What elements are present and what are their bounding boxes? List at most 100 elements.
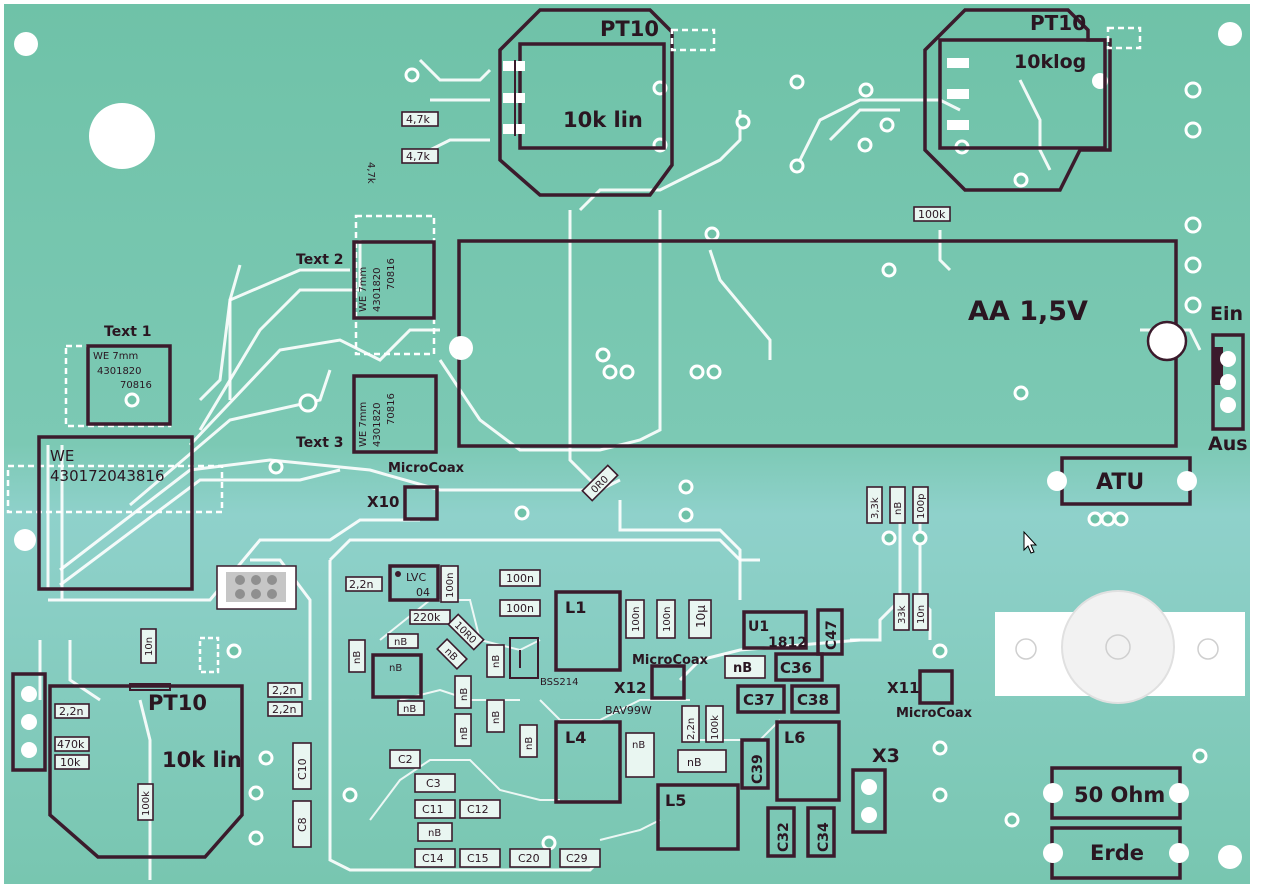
r-220k-label: 220k xyxy=(413,611,441,624)
potentiometer-top-right: PT10 10klog xyxy=(923,8,1142,192)
l4-nb2-label: nB xyxy=(687,756,702,769)
x10-microcoax-label: MicroCoax xyxy=(388,461,465,476)
nb-4-label: nB xyxy=(389,663,402,674)
nb-8-label: nB xyxy=(459,727,470,740)
c3-label: C3 xyxy=(426,777,441,790)
atu-connector: ATU xyxy=(1047,456,1197,506)
battery-holder: AA 1,5V xyxy=(449,239,1188,448)
c12-label: C12 xyxy=(467,803,489,816)
left-header xyxy=(11,672,47,772)
c34-label: C34 xyxy=(816,822,832,852)
c47-label: C47 xyxy=(824,620,840,650)
potentiometer-bottom-left: PT10 10k lin xyxy=(48,683,244,859)
right-small-components: 3,3k nB 100p 33k 10n xyxy=(866,486,929,631)
power-switch: Ein Aus xyxy=(1208,303,1248,455)
bl-100k-label: 100k xyxy=(141,791,152,816)
u1-group: U1 1812 C47 nB C36 C37 C38 xyxy=(724,608,844,714)
bl-10n-label: 10n xyxy=(144,637,155,656)
c8-label: C8 xyxy=(296,817,309,832)
pot-bottom-left-label: PT10 xyxy=(148,691,207,715)
mounting-hole xyxy=(89,103,155,169)
l1-100n-a-label: 100n xyxy=(631,607,642,632)
l4-100k-label: 100k xyxy=(710,715,721,740)
inductor-text3: Text 3 WE 7mm 4301820 70816 xyxy=(296,374,438,454)
resistor-100k-top: 100k xyxy=(913,206,951,222)
c11-label: C11 xyxy=(422,803,444,816)
x11-microcoax-label: MicroCoax xyxy=(896,706,973,721)
r-3k3-label: 3,3k xyxy=(870,497,881,519)
bl-10k-label: 10k xyxy=(60,756,81,769)
l1-label: L1 xyxy=(565,598,586,617)
ohm50-connector: 50 Ohm xyxy=(1043,766,1189,820)
text1-we-line1: WE 7mm xyxy=(93,351,138,362)
mouse-cursor-icon xyxy=(1023,530,1038,554)
l1-10u-label: 10µ xyxy=(694,605,708,628)
r-33k-label: 33k xyxy=(897,605,908,624)
c14-label: C14 xyxy=(422,852,444,865)
c29-label: C29 xyxy=(566,852,588,865)
r-100k-top-label: 100k xyxy=(918,208,946,221)
c-2n2-center-label: 2,2n xyxy=(349,578,373,591)
nb-1-label: nB xyxy=(394,637,407,648)
bav99w-label: BAV99W xyxy=(605,704,652,717)
potentiometer-top-center: PT10 10k lin xyxy=(498,8,716,197)
l4-label: L4 xyxy=(565,728,586,747)
pot-top-center-label: PT10 xyxy=(600,17,659,41)
nb-11-label: nB xyxy=(428,828,441,839)
l5-label: L5 xyxy=(665,791,686,810)
text3-label: Text 3 xyxy=(296,435,344,451)
r-4k7-bottom: 4,7k xyxy=(406,150,430,163)
corner-vias xyxy=(14,22,1242,869)
c2-label: C2 xyxy=(398,753,413,766)
c-100p-label: 100p xyxy=(916,494,927,519)
text1-we-line2: 4301820 xyxy=(97,366,142,377)
u1-pkg-label: 1812 xyxy=(768,635,807,651)
bl-2k2-label: 2,2n xyxy=(59,705,83,718)
text3-we-line1: WE 7mm xyxy=(358,402,369,447)
text2-we-line3: 70816 xyxy=(386,258,397,290)
gray-connector xyxy=(216,565,297,610)
vias xyxy=(124,67,1208,851)
nb-10-label: nB xyxy=(524,737,535,750)
nb-3-label: nB xyxy=(352,651,363,664)
pot-bottom-left-value: 10k lin xyxy=(162,748,242,772)
text1-label: Text 1 xyxy=(104,324,152,340)
l4-2n2-label: 2,2n xyxy=(686,718,697,740)
nb-9-label: nB xyxy=(491,711,502,724)
ground-connector: Erde xyxy=(1043,826,1189,880)
c32-label: C32 xyxy=(776,822,792,852)
text1-we-line3: 70816 xyxy=(120,380,152,391)
lvc-04-label: 04 xyxy=(416,586,430,599)
x12-microcoax-label: MicroCoax xyxy=(632,653,709,668)
text2-label: Text 2 xyxy=(296,252,344,268)
text2-we-line2: 4301820 xyxy=(372,267,383,312)
l1-group: L1 100n 100n 10µ xyxy=(554,590,712,672)
r-4k7-top: 4,7k xyxy=(406,113,430,126)
center-cluster: 2,2n LVC 04 100n 220k 100n 100n 10R0 nB … xyxy=(345,564,601,868)
r-4k7-rotated: 4,7k xyxy=(365,162,376,184)
we-big-line1: WE xyxy=(50,447,74,465)
l4-nb-label: nB xyxy=(632,740,645,751)
lvc-label: LVC xyxy=(406,571,426,584)
switch-off-label: Aus xyxy=(1208,433,1248,455)
resistors-4k7: 4,7k 4,7k 4,7k xyxy=(365,111,439,184)
bottom-left-smds: 2,2n 470k 10k 10n 100k 2,2n 2,2n C10 C8 xyxy=(54,628,312,848)
c36-label: C36 xyxy=(780,659,812,677)
battery-label: AA 1,5V xyxy=(968,296,1088,327)
bl-470k-label: 470k xyxy=(57,738,85,751)
switch-on-label: Ein xyxy=(1210,303,1243,325)
c-100n-b-label: 100n xyxy=(506,572,534,585)
x10-label: X10 xyxy=(367,493,399,511)
pot-top-center-value: 10k lin xyxy=(563,108,643,132)
nb-7-label: nB xyxy=(459,688,470,701)
text3-we-line3: 70816 xyxy=(386,393,397,425)
c38-label: C38 xyxy=(797,691,829,709)
knob-cutout xyxy=(995,590,1245,704)
c37-label: C37 xyxy=(743,691,775,709)
nb-u1-label: nB xyxy=(733,661,752,676)
bl-2n2-a-label: 2,2n xyxy=(272,684,296,697)
x10-connector: X10 MicroCoax xyxy=(367,461,465,521)
c-100n-a-label: 100n xyxy=(445,573,456,598)
l1-100n-b-label: 100n xyxy=(662,607,673,632)
x12-label: X12 xyxy=(614,679,646,697)
